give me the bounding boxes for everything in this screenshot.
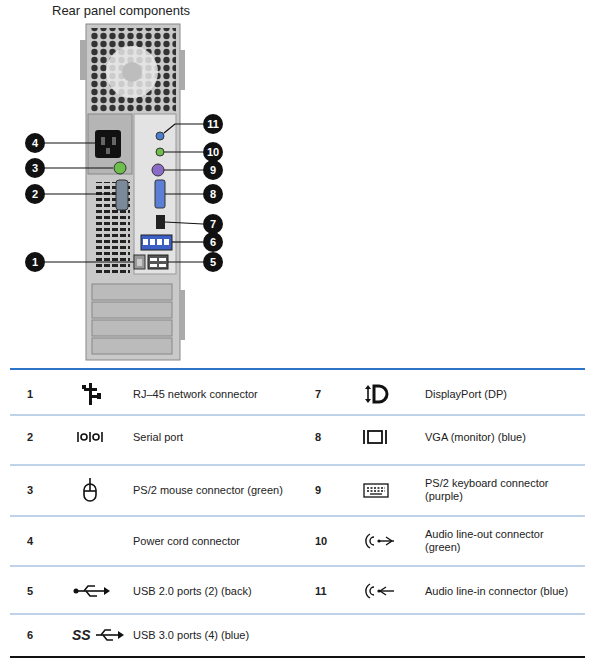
table-number: 8 <box>315 431 345 444</box>
callout-number: 7 <box>203 214 223 234</box>
table-description: Audio line-out connector (green) <box>425 528 580 554</box>
table-description: VGA (monitor) (blue) <box>425 431 580 444</box>
table-description: USB 3.0 ports (4) (blue) <box>133 629 303 642</box>
callout-number: 2 <box>25 184 45 204</box>
figure-title: Rear panel components <box>52 3 190 18</box>
callout-number: 5 <box>203 252 223 272</box>
table-description: USB 2.0 ports (2) (back) <box>133 585 303 598</box>
callout-number: 3 <box>25 158 45 178</box>
callout-number: 6 <box>203 232 223 252</box>
table-number: 5 <box>27 585 57 598</box>
callout-number: 10 <box>203 142 223 162</box>
table-description: Power cord connector <box>133 535 303 548</box>
table-number: 2 <box>27 431 57 444</box>
table-description: Audio line-in connector (blue) <box>425 585 580 598</box>
callout-number: 11 <box>203 114 223 134</box>
usb-logo-text: SS <box>72 627 96 643</box>
callout-number: 8 <box>203 184 223 204</box>
table-description: Serial port <box>133 431 303 444</box>
table-number: 10 <box>315 535 345 548</box>
callout-number: 4 <box>25 133 45 153</box>
table-number: 4 <box>27 535 57 548</box>
table-number: 7 <box>315 388 345 401</box>
callout-number: 1 <box>25 252 45 272</box>
table-number: 6 <box>27 629 57 642</box>
table-number: 11 <box>315 585 345 598</box>
table-description: PS/2 mouse connector (green) <box>133 484 303 497</box>
table-number: 9 <box>315 484 345 497</box>
table-description: RJ–45 network connector <box>133 388 303 401</box>
table-number: 3 <box>27 484 57 497</box>
table-description: DisplayPort (DP) <box>425 388 580 401</box>
table-description: PS/2 keyboard connector (purple) <box>425 477 580 503</box>
callout-number: 9 <box>203 160 223 180</box>
table-number: 1 <box>27 388 57 401</box>
